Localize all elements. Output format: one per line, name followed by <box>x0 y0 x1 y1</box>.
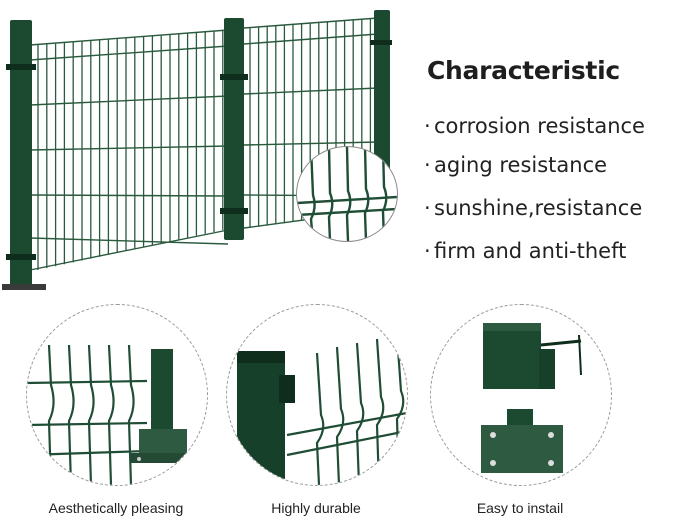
wire-detail-zoom <box>296 146 398 242</box>
bullet-marker: · <box>424 196 431 220</box>
bullet-marker: · <box>424 153 431 177</box>
feature-label: sunshine,resistance <box>434 196 643 220</box>
feature-label: aging resistance <box>434 153 608 177</box>
detail-circle-durable <box>226 304 408 486</box>
bullet-marker: · <box>424 239 431 263</box>
caption-durable: Highly durable <box>271 500 361 516</box>
caption-install: Easy to instail <box>476 500 564 516</box>
caption-aesthetic: Aesthetically pleasing <box>48 500 184 516</box>
feature-item: ·sunshine,resistance <box>424 196 642 220</box>
detail-circle-aesthetic <box>26 304 208 486</box>
feature-item: ·firm and anti-theft <box>424 239 626 263</box>
feature-item: ·aging resistance <box>424 153 607 177</box>
feature-item: ·corrosion resistance <box>424 114 645 138</box>
feature-label: corrosion resistance <box>434 114 645 138</box>
characteristic-heading: Characteristic <box>427 56 620 85</box>
bullet-marker: · <box>424 114 431 138</box>
detail-circle-install <box>430 304 612 486</box>
feature-label: firm and anti-theft <box>434 239 627 263</box>
